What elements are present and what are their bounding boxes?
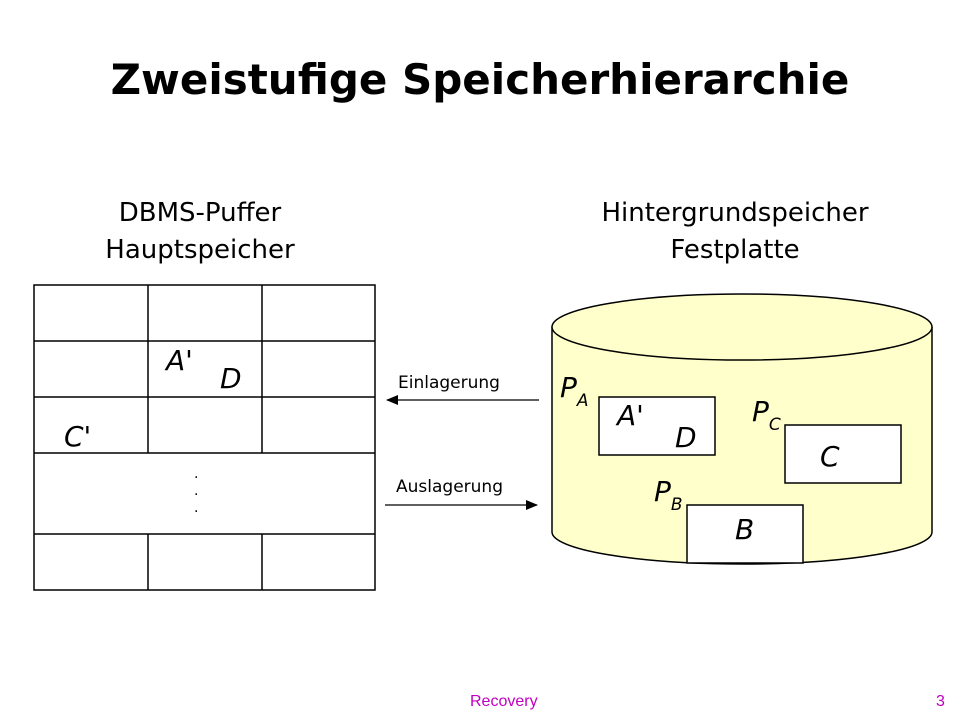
disk-heading-line2: Festplatte bbox=[670, 235, 800, 265]
disk-page-c-label: C bbox=[820, 440, 840, 473]
disk-label-pb: PB bbox=[654, 475, 683, 515]
buffer-grid bbox=[33, 284, 376, 591]
footer-label: Recovery bbox=[470, 693, 538, 710]
buffer-heading-line1: DBMS-Puffer bbox=[118, 198, 282, 228]
auslagerung-label: Auslagerung bbox=[396, 477, 503, 497]
buffer-heading: DBMS-Puffer Hauptspeicher bbox=[50, 195, 350, 269]
disk-label-pa: PA bbox=[560, 371, 589, 411]
cylinder-body bbox=[551, 327, 933, 565]
disk-page-box-b bbox=[686, 504, 804, 564]
buffer-page-c-label: C' bbox=[64, 420, 92, 453]
buffer-page-d-label: D bbox=[220, 362, 242, 395]
disk-heading-line1: Hintergrundspeicher bbox=[601, 198, 869, 228]
disk-page-b-label: B bbox=[735, 513, 755, 546]
einlagerung-label: Einlagerung bbox=[398, 373, 500, 393]
disk-heading: Hintergrundspeicher Festplatte bbox=[560, 195, 910, 269]
disk-cylinder bbox=[551, 293, 933, 565]
disk-page-d-label: D bbox=[675, 421, 697, 454]
buffer-heading-line2: Hauptspeicher bbox=[105, 235, 295, 265]
buffer-page-a-label: A' bbox=[166, 344, 193, 377]
buffer-ellipsis: · · · bbox=[194, 470, 199, 520]
buffer-frame bbox=[33, 284, 376, 591]
disk-page-box-c bbox=[784, 424, 902, 484]
cylinder-top bbox=[551, 293, 933, 361]
disk-page-a-label: A' bbox=[617, 399, 644, 432]
disk-label-pc: PC bbox=[752, 395, 781, 435]
disk-page-box-a bbox=[598, 396, 716, 456]
slide-title: Zweistufige Speicherhierarchie bbox=[110, 55, 850, 104]
footer-page-number: 3 bbox=[936, 693, 945, 710]
